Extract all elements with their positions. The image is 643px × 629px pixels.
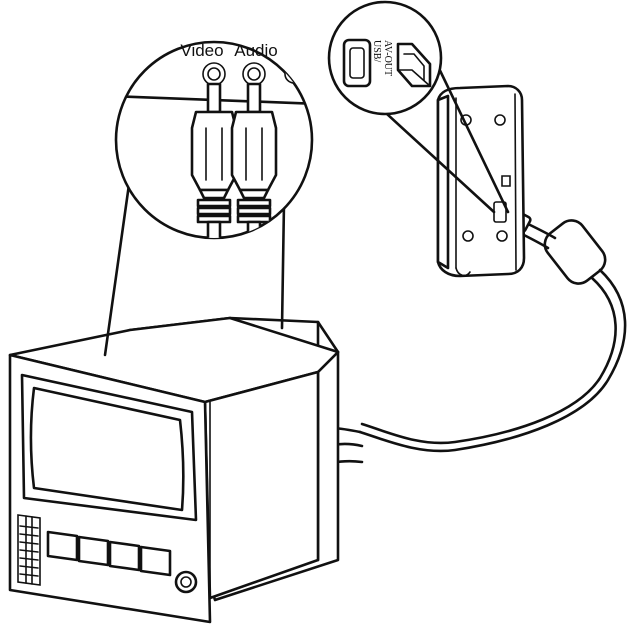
camera-body [436, 84, 526, 278]
tv-button-3 [108, 540, 141, 572]
camera-front-edge [514, 93, 517, 271]
television [8, 316, 340, 624]
camera-screw-3 [462, 230, 474, 242]
camera [436, 84, 526, 278]
camera-screw-2 [494, 114, 506, 126]
port-label-line2: AV-OUT [382, 40, 393, 76]
tv-side [203, 370, 320, 600]
port-label-line1: USB/ [371, 40, 382, 62]
audio-label: Audio [234, 41, 277, 60]
rca-plug-video [190, 82, 238, 238]
cable-run [358, 268, 627, 453]
camera-foot [455, 267, 471, 277]
tv-button-1 [46, 530, 79, 562]
tv-front-buttons [46, 530, 198, 594]
camera-zoom-right [432, 56, 510, 214]
speaker-grille [17, 514, 41, 586]
camera-port-inset: USB/ AV-OUT [327, 0, 443, 116]
camera-back [436, 94, 450, 270]
video-label: Video [180, 41, 223, 60]
tv-button-2 [77, 535, 110, 567]
tv-jack-inset: Video Audio [114, 40, 314, 240]
strap-lug [501, 175, 511, 187]
ferrite-core [543, 219, 607, 285]
cable-run-inner [360, 276, 617, 445]
tv-button-4 [139, 545, 172, 577]
camera-screw-4 [496, 230, 508, 242]
tv-screen [29, 386, 185, 512]
